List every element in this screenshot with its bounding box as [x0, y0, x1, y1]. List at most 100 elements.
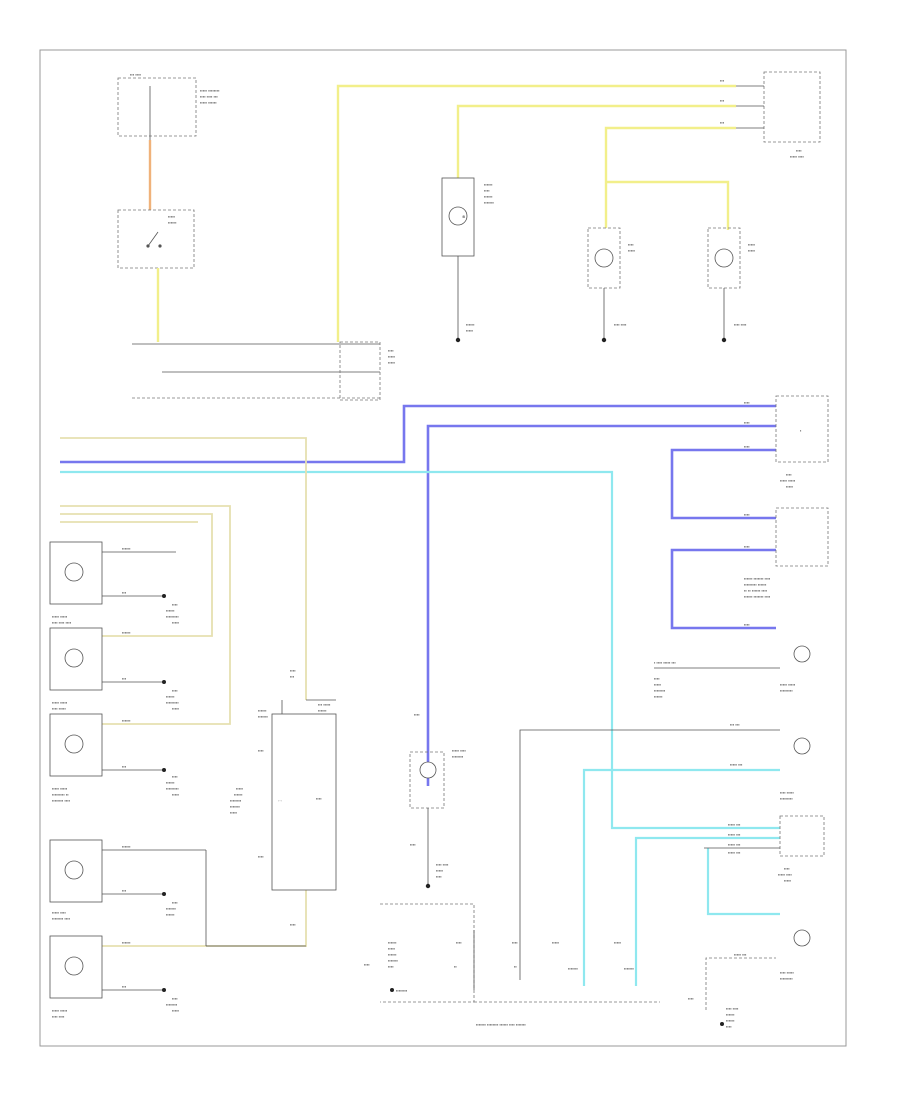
right-connector-upper: ▪ ▪▪▪▪ ▪▪▪▪ ▪▪▪▪ ▪▪▪▪ ▪▪▪▪▪ ▪▪▪▪▪ ▪▪▪▪▪ — [744, 395, 829, 489]
svg-text:▪▪▪▪▪▪▪▪: ▪▪▪▪▪▪▪▪ — [230, 798, 242, 803]
cyan-wire-4 — [706, 848, 780, 916]
svg-text:▪▪▪▪ ▪▪▪▪▪: ▪▪▪▪ ▪▪▪▪▪ — [780, 790, 794, 795]
svg-text:▪▪▪▪▪: ▪▪▪▪▪ — [172, 620, 180, 625]
svg-text:▪▪▪▪: ▪▪▪▪ — [744, 420, 750, 425]
svg-text:▪▪▪▪▪ ▪▪▪▪▪: ▪▪▪▪▪ ▪▪▪▪▪ — [52, 786, 68, 791]
svg-text:▪▪▪▪: ▪▪▪▪ — [654, 676, 660, 681]
left-rear-bulb-top: ▪▪▪▪ ▪▪▪▪▪ ▪▪▪▪ ▪▪▪▪ — [587, 227, 636, 343]
svg-text:▪▪▪▪: ▪▪▪▪ — [744, 622, 750, 627]
svg-text:▪▪: ▪▪ — [514, 964, 517, 969]
svg-text:▪▪▪▪: ▪▪▪▪ — [744, 544, 750, 549]
svg-text:▪▪▪▪ ▪▪▪▪ ▪▪▪▪: ▪▪▪▪ ▪▪▪▪ ▪▪▪▪ — [52, 620, 72, 625]
svg-text:▪▪▪: ▪▪▪ — [720, 78, 725, 83]
svg-text:▪▪▪▪: ▪▪▪▪ — [786, 472, 792, 477]
svg-text:▪▪▪▪▪▪▪▪▪: ▪▪▪▪▪▪▪▪▪ — [780, 976, 793, 981]
svg-text:▪▪▪▪▪▪: ▪▪▪▪▪▪ — [654, 694, 663, 699]
svg-text:▪▪▪▪▪: ▪▪▪▪▪ — [388, 354, 396, 359]
svg-text:▪▪▪▪▪▪▪▪▪: ▪▪▪▪▪▪▪▪▪ — [166, 614, 179, 619]
svg-text:▪▪▪▪: ▪▪▪▪ — [258, 748, 264, 753]
svg-text:▪▪▪▪: ▪▪▪▪ — [316, 796, 322, 801]
svg-text:▪▪▪▪▪▪▪ ▪▪▪▪▪▪▪▪ ▪▪▪▪▪▪ ▪▪▪▪ ▪: ▪▪▪▪▪▪▪ ▪▪▪▪▪▪▪▪ ▪▪▪▪▪▪ ▪▪▪▪ ▪▪▪▪▪▪▪ — [476, 1022, 526, 1027]
svg-text:▪▪: ▪▪ — [454, 964, 457, 969]
svg-text:▪▪▪▪▪▪▪: ▪▪▪▪▪▪▪ — [624, 966, 635, 971]
svg-text:▪▪▪▪▪▪: ▪▪▪▪▪▪ — [484, 182, 493, 187]
svg-text:▪▪▪▪: ▪▪▪▪ — [410, 842, 416, 847]
svg-text:▪▪▪▪▪▪▪▪▪: ▪▪▪▪▪▪▪▪▪ — [166, 786, 179, 791]
center-module: ▪▪▪▪▪▪ ▪▪▪▪▪▪▪ ▪▪▪ ▪▪▪▪▪ ▪▪▪▪▪▪ ▪▪▪▪ ▪▪▪… — [230, 668, 337, 927]
svg-text:▪▪▪▪▪: ▪▪▪▪▪ — [168, 214, 176, 219]
fuse-block: ▪▪▪ ▪▪▪▪ ▪▪▪▪▪ ▪▪▪▪▪▪▪▪ ▪▪▪▪ ▪▪▪▪ ▪▪▪ ▪▪… — [117, 72, 220, 140]
cyan-wire-2 — [582, 768, 780, 986]
svg-text:◦ ◦: ◦ ◦ — [278, 798, 283, 803]
svg-text:▪▪▪▪: ▪▪▪▪ — [628, 242, 634, 247]
dimmer-switch: ▪▪▪▪▪ ▪▪▪▪▪▪ — [117, 209, 195, 269]
blue-wire-loop-1 — [670, 448, 776, 520]
left-lamp-4: ▪▪▪▪▪▪ ▪▪▪ ▪▪▪▪ ▪▪▪▪▪▪▪ ▪▪▪▪▪▪ ▪▪▪▪▪ ▪▪▪… — [49, 839, 207, 946]
svg-text:▪▪▪▪▪ ▪▪▪▪▪: ▪▪▪▪▪ ▪▪▪▪▪ — [52, 700, 68, 705]
svg-text:▪▪▪▪: ▪▪▪▪ — [796, 148, 802, 153]
tan-wire-2 — [60, 513, 213, 637]
svg-text:▪▪▪▪▪ ▪▪▪▪▪: ▪▪▪▪▪ ▪▪▪▪▪ — [52, 614, 68, 619]
svg-text:▪▪▪▪▪▪ ▪▪▪▪▪▪▪ ▪▪▪▪: ▪▪▪▪▪▪ ▪▪▪▪▪▪▪ ▪▪▪▪ — [744, 576, 771, 581]
right-mid-connector: ▪▪▪▪▪ ▪▪▪ ▪▪▪▪▪ ▪▪▪ ▪▪▪▪▪ ▪▪▪ ▪▪▪▪▪ ▪▪▪ … — [704, 815, 825, 883]
tan-wire-1 — [60, 505, 231, 725]
svg-text:▪▪▪▪▪▪▪▪▪: ▪▪▪▪▪▪▪▪▪ — [166, 700, 179, 705]
svg-text:▪▪▪▪▪ ▪▪▪: ▪▪▪▪▪ ▪▪▪ — [734, 952, 747, 957]
svg-text:▪▪▪: ▪▪▪ — [122, 984, 127, 989]
cyan-wire-long — [60, 470, 780, 830]
svg-text:▪▪▪▪▪▪▪▪ ▪▪▪▪: ▪▪▪▪▪▪▪▪ ▪▪▪▪ — [52, 916, 71, 921]
svg-text:▪▪▪▪▪▪: ▪▪▪▪▪▪ — [166, 608, 175, 613]
svg-text:▪▪▪▪▪: ▪▪▪▪▪ — [236, 786, 244, 791]
svg-text:▪▪▪▪▪ ▪▪▪▪▪▪▪▪: ▪▪▪▪▪ ▪▪▪▪▪▪▪▪ — [200, 88, 220, 93]
svg-text:▪▪▪▪▪▪: ▪▪▪▪▪▪ — [122, 630, 131, 635]
yellow-wire-right — [604, 126, 736, 182]
center-bulb-assembly: ⊗ ▪▪▪▪▪▪ ▪▪▪▪ ▪▪▪▪▪▪ ▪▪▪▪▪▪▪ ▪▪▪▪▪▪ ▪▪▪▪… — [441, 177, 495, 343]
svg-text:▪▪▪▪▪▪: ▪▪▪▪▪▪ — [318, 708, 327, 713]
yellow-wire-mid — [456, 104, 736, 178]
svg-text:▪▪▪▪▪: ▪▪▪▪▪ — [172, 1008, 180, 1013]
svg-text:▪▪▪▪: ▪▪▪▪ — [364, 962, 370, 967]
svg-text:▪▪▪▪▪▪▪▪: ▪▪▪▪▪▪▪▪ — [396, 988, 408, 993]
svg-text:▪▪▪▪▪▪: ▪▪▪▪▪▪ — [388, 952, 397, 957]
bottom-right-lamp: ▪▪▪▪▪ ▪▪▪ ▪▪▪▪ ▪▪▪▪ ▪▪▪▪ ▪▪▪▪▪▪ ▪▪▪▪▪▪ ▪… — [688, 952, 794, 1029]
svg-text:▪▪▪▪▪: ▪▪▪▪▪ — [388, 360, 396, 365]
yellow-wire-split — [606, 180, 730, 230]
svg-text:▪▪▪▪▪▪: ▪▪▪▪▪▪ — [122, 546, 131, 551]
svg-text:▪▪▪▪▪ ▪▪▪▪: ▪▪▪▪▪ ▪▪▪▪ — [778, 872, 792, 877]
svg-text:▪▪▪▪: ▪▪▪▪ — [484, 188, 490, 193]
svg-text:▪▪▪▪▪▪: ▪▪▪▪▪▪ — [122, 718, 131, 723]
svg-text:▪▪▪▪▪▪: ▪▪▪▪▪▪ — [168, 220, 177, 225]
svg-text:▪▪▪: ▪▪▪ — [122, 764, 127, 769]
svg-text:▪▪▪▪: ▪▪▪▪ — [290, 922, 296, 927]
svg-text:▪▪▪▪▪▪▪: ▪▪▪▪▪▪▪ — [230, 804, 241, 809]
svg-text:▪▪▪▪▪▪▪: ▪▪▪▪▪▪▪ — [388, 958, 399, 963]
diagram-border — [39, 49, 847, 1047]
svg-text:▪▪▪▪: ▪▪▪▪ — [172, 774, 178, 779]
svg-text:▪▪▪ ▪▪▪: ▪▪▪ ▪▪▪ — [730, 722, 740, 727]
svg-text:▪▪▪▪: ▪▪▪▪ — [414, 712, 420, 717]
svg-text:▪▪▪▪▪: ▪▪▪▪▪ — [172, 792, 180, 797]
svg-text:▪▪▪▪▪ ▪▪▪: ▪▪▪▪▪ ▪▪▪ — [730, 762, 743, 767]
cyan-wire-3 — [634, 836, 780, 986]
svg-text:▪▪▪▪▪▪: ▪▪▪▪▪▪ — [726, 1018, 735, 1023]
svg-text:▪▪▪▪ ▪▪▪▪: ▪▪▪▪ ▪▪▪▪ — [52, 1014, 65, 1019]
svg-text:▪▪▪▪▪▪▪: ▪▪▪▪▪▪▪ — [166, 906, 177, 911]
svg-text:▪▪▪ ▪▪▪▪▪: ▪▪▪ ▪▪▪▪▪ — [318, 702, 331, 707]
svg-text:▪▪▪▪ ▪▪▪▪▪: ▪▪▪▪ ▪▪▪▪▪ — [780, 970, 794, 975]
svg-text:▪▪ ▪▪ ▪▪▪▪▪▪ ▪▪▪▪: ▪▪ ▪▪ ▪▪▪▪▪▪ ▪▪▪▪ — [744, 588, 768, 593]
svg-text:▪▪▪▪▪▪: ▪▪▪▪▪▪ — [258, 708, 267, 713]
svg-text:▪▪▪▪: ▪▪▪▪ — [688, 996, 694, 1001]
blue-wire-loop-2 — [670, 548, 776, 630]
svg-text:▪▪▪▪▪▪: ▪▪▪▪▪▪ — [122, 844, 131, 849]
svg-text:▪▪▪▪▪▪: ▪▪▪▪▪▪ — [234, 792, 243, 797]
svg-text:▪▪▪▪▪: ▪▪▪▪▪ — [748, 242, 756, 247]
svg-text:▪▪▪: ▪▪▪ — [720, 120, 725, 125]
svg-text:▪▪▪▪ ▪▪▪▪: ▪▪▪▪ ▪▪▪▪ — [734, 322, 747, 327]
svg-text:▪▪▪▪▪: ▪▪▪▪▪ — [786, 484, 794, 489]
svg-text:▪▪▪▪: ▪▪▪▪ — [290, 668, 296, 673]
svg-text:▪▪▪ ▪▪▪▪: ▪▪▪ ▪▪▪▪ — [130, 72, 142, 77]
svg-text:▪▪▪▪▪▪▪▪ ▪▪▪▪: ▪▪▪▪▪▪▪▪ ▪▪▪▪ — [52, 798, 71, 803]
svg-text:▪▪▪▪▪▪ ▪▪▪▪▪▪▪ ▪▪▪▪: ▪▪▪▪▪▪ ▪▪▪▪▪▪▪ ▪▪▪▪ — [744, 594, 771, 599]
svg-text:▪ ▪▪▪▪ ▪▪▪▪▪ ▪▪▪: ▪ ▪▪▪▪ ▪▪▪▪▪ ▪▪▪ — [654, 660, 676, 665]
svg-text:▪▪▪▪▪: ▪▪▪▪▪ — [748, 248, 756, 253]
